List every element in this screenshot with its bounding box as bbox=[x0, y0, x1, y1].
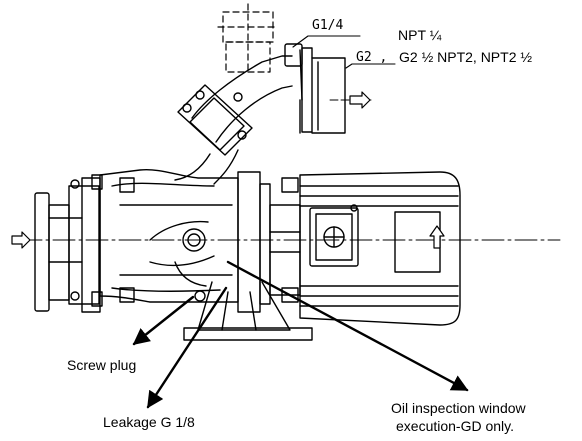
thread-large-label: G2 ½ NPT2, NPT2 ½ bbox=[399, 49, 533, 65]
motor-lantern bbox=[237, 171, 301, 313]
npt-small-label: NPT ¼ bbox=[398, 27, 442, 43]
screw-plug-arrow bbox=[132, 295, 195, 346]
oil-window-label-line1: Oil inspection window bbox=[391, 400, 526, 416]
y-branch-flange bbox=[174, 84, 253, 185]
motor-body bbox=[299, 171, 461, 326]
dimension-leaders bbox=[292, 35, 396, 69]
oil-window-label-line2: execution-GD only. bbox=[396, 418, 515, 434]
thread-small-label: G1/4 bbox=[312, 18, 344, 33]
dashed-fitting-outline bbox=[217, 3, 279, 73]
oil-window-arrow bbox=[226, 260, 469, 392]
callout-arrows bbox=[132, 260, 469, 409]
screw-plug-label: Screw plug bbox=[67, 357, 137, 373]
pump-foot bbox=[183, 281, 313, 341]
thread-large-prefix-label: G2 , bbox=[356, 50, 388, 65]
leakage-arrow bbox=[146, 286, 228, 409]
pump-casing bbox=[99, 168, 239, 303]
discharge-elbow bbox=[191, 43, 346, 143]
flow-arrows bbox=[11, 91, 445, 249]
leakage-label: Leakage G 1/8 bbox=[103, 414, 195, 430]
suction-flange bbox=[34, 174, 135, 313]
